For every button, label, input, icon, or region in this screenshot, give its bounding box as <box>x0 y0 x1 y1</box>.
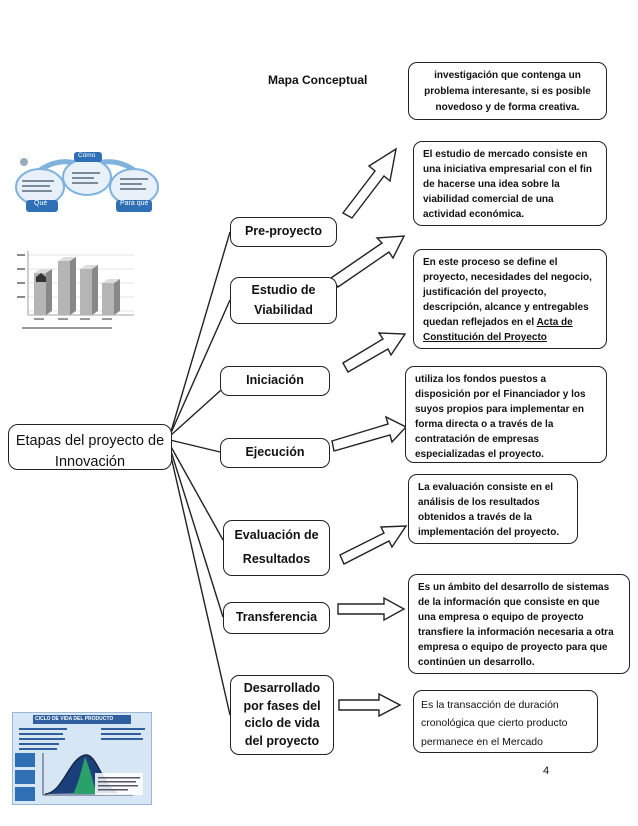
acta-constitucion-link[interactable]: Acta de Constitución del Proyecto <box>423 317 573 343</box>
arrow-transferencia <box>337 596 406 622</box>
phase-desarrollado: Desarrollado por fases del ciclo de vida… <box>230 675 334 755</box>
map-title: Mapa Conceptual <box>268 73 368 87</box>
desc-definicion-proyecto: En este proceso se define el proyecto, n… <box>413 249 607 349</box>
line-estudio <box>169 299 231 436</box>
desc-transferencia: Es un ámbito del desarrollo de sistemas … <box>408 574 630 674</box>
desc-evaluacion: La evaluación consiste en el análisis de… <box>408 474 578 544</box>
arrow-estudio <box>329 235 406 288</box>
product-lifecycle-image: CICLO DE VIDA DEL PRODUCTO <box>12 712 152 805</box>
phase-pre-proyecto: Pre-proyecto <box>230 217 337 247</box>
desc-estudio-mercado: El estudio de mercado consiste en una in… <box>413 141 607 226</box>
line-pre-proyecto <box>169 231 231 436</box>
phase-estudio-viabilidad: Estudio de Viabilidad <box>230 277 337 324</box>
phase-evaluacion-resultados: Evaluación de Resultados <box>223 520 330 576</box>
desc-investigacion: investigación que contenga un problema i… <box>408 62 607 120</box>
desc-ciclo-vida: Es la transacción de duración cronológic… <box>413 690 598 753</box>
lifecycle-title: CICLO DE VIDA DEL PRODUCTO <box>35 716 114 722</box>
root-node: Etapas del proyecto de Innovación <box>8 424 172 470</box>
arrow-evaluacion <box>339 525 408 565</box>
line-transferencia <box>169 447 224 618</box>
phase-iniciacion: Iniciación <box>220 366 330 396</box>
lifecycle-title-bar <box>33 715 131 724</box>
arrow-desarrollado <box>338 692 402 718</box>
line-desarrollado <box>169 451 231 716</box>
arrow-iniciacion <box>342 332 407 373</box>
arrow-pre-proyecto <box>341 147 397 219</box>
phase-ejecucion: Ejecución <box>220 438 330 468</box>
phase-transferencia: Transferencia <box>223 602 330 634</box>
thumb-que-label: Qué <box>34 200 48 207</box>
bar-chart-image <box>14 243 140 335</box>
thumb-para-que-label: Para qué <box>120 200 149 207</box>
line-evaluacion <box>169 444 224 541</box>
page-number: 4 <box>543 765 550 777</box>
line-ejecucion <box>169 439 221 453</box>
desc-definicion-text: En este proceso se define el proyecto, n… <box>423 257 592 328</box>
what-how-why-image: Qué Cómo Para qué <box>12 145 162 217</box>
desc-financiamiento: utiliza los fondos puestos a disposición… <box>405 366 607 463</box>
thumb-como-label: Cómo <box>78 152 96 159</box>
arrow-ejecucion <box>331 415 408 452</box>
